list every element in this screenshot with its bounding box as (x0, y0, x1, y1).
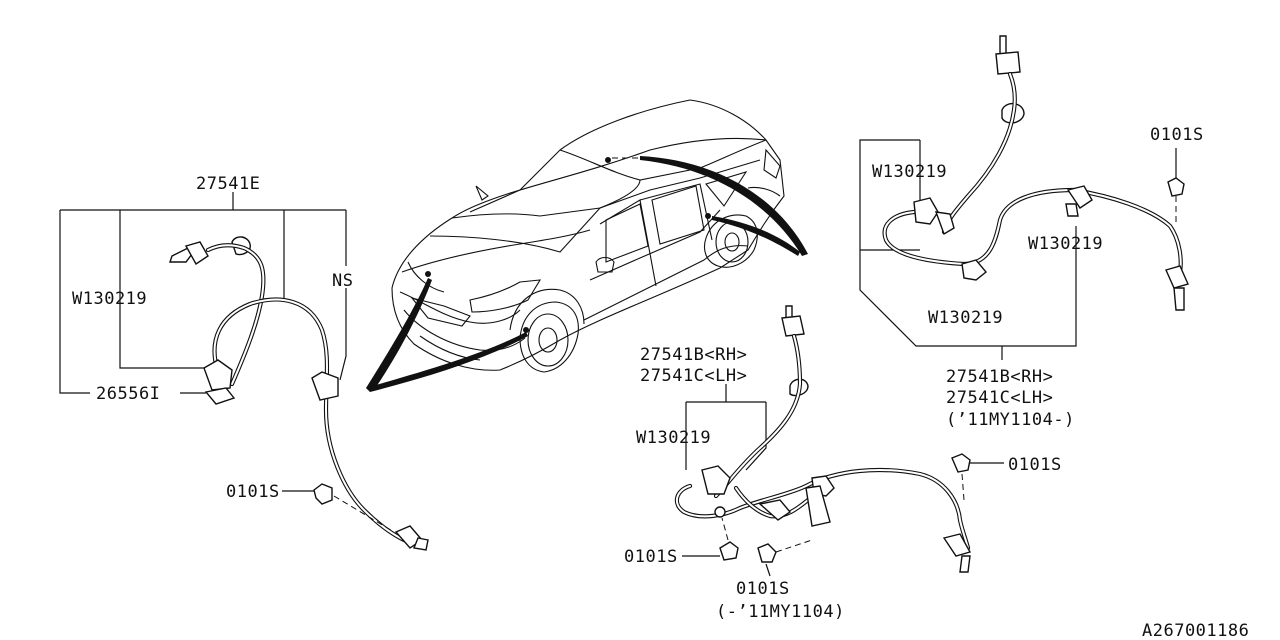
label-w130219-center[interactable]: W130219 (636, 428, 711, 448)
label-27541c-lh-right[interactable]: 27541C<LH> (946, 388, 1053, 408)
label-27541c-lh-center[interactable]: 27541C<LH> (640, 366, 747, 386)
location-arrows (366, 156, 808, 392)
right-sensor-assembly (859, 35, 1189, 360)
label-right-model-note: (’11MY1104-) (946, 410, 1075, 430)
label-ns[interactable]: NS (332, 271, 353, 291)
label-center-model-note: (-’11MY1104) (716, 602, 845, 622)
label-w130219-left[interactable]: W130219 (72, 289, 147, 309)
label-w130219-right-top[interactable]: W130219 (872, 162, 947, 182)
center-sensor-assembly (674, 305, 1004, 577)
label-27541b-rh-right[interactable]: 27541B<RH> (946, 367, 1053, 387)
left-sensor-assembly (59, 192, 429, 551)
label-0101s-center-bottom[interactable]: 0101S (736, 579, 790, 599)
vehicle-illustration (391, 99, 785, 373)
label-0101s-center-right[interactable]: 0101S (1008, 455, 1062, 475)
part-labels: 27541E W130219 NS 26556I 0101S 27541B<RH… (72, 125, 1249, 640)
label-26556i[interactable]: 26556I (96, 384, 160, 404)
label-27541e[interactable]: 27541E (196, 174, 260, 194)
label-w130219-right-side[interactable]: W130219 (1028, 234, 1103, 254)
label-0101s-left[interactable]: 0101S (226, 482, 280, 502)
label-w130219-right-bottom[interactable]: W130219 (928, 308, 1003, 328)
label-0101s-center-left[interactable]: 0101S (624, 547, 678, 567)
label-27541b-rh-center[interactable]: 27541B<RH> (640, 345, 747, 365)
label-0101s-right[interactable]: 0101S (1150, 125, 1204, 145)
diagram-id: A267001186 (1142, 621, 1249, 640)
